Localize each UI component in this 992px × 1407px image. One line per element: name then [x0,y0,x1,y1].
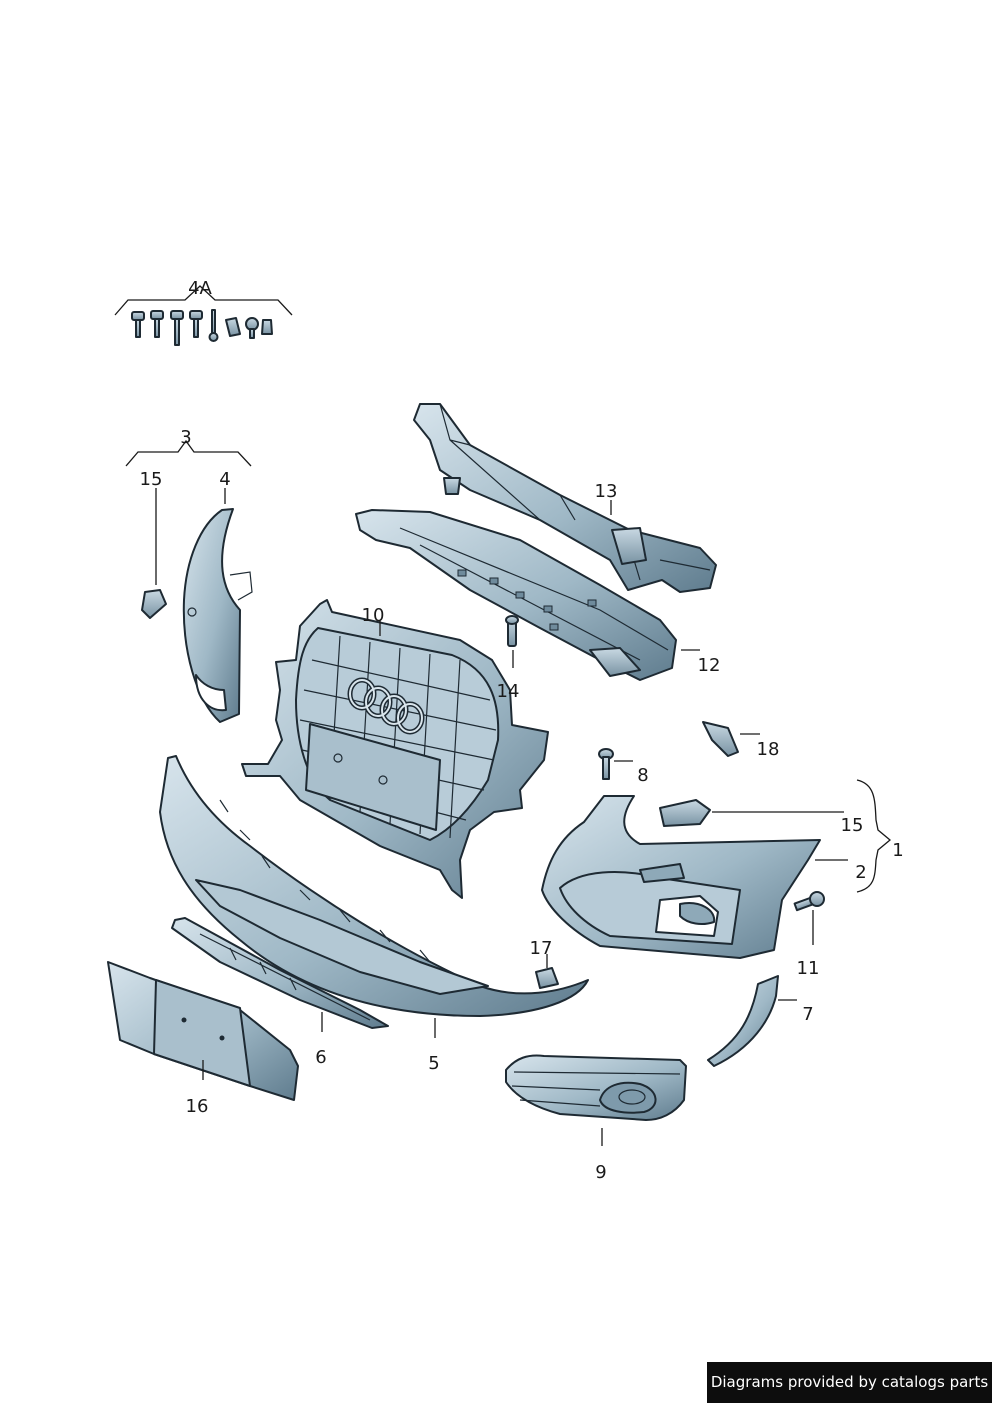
label-18: 18 [757,739,780,760]
label-15-left: 15 [140,469,163,490]
part-2-bumper-cover [541,795,821,959]
label-16: 16 [186,1096,209,1117]
part-15-cap-left [141,589,167,619]
part-18-clip [702,721,739,757]
bracket-1 [856,779,892,893]
label-10: 10 [362,605,385,626]
label-4a: 4A [188,278,212,299]
label-12: 12 [698,655,721,676]
part-15-cap-right [659,799,711,827]
part-13-impact-beam [413,403,717,593]
bracket-3 [125,439,252,467]
part-4-trim [182,508,253,723]
part-9-fog-grille [505,1054,687,1121]
part-14-screw [505,615,519,647]
part-8-screw [598,748,614,780]
label-9: 9 [595,1162,606,1183]
label-17: 17 [530,938,553,959]
part-7-strip [707,975,779,1067]
label-11: 11 [797,958,820,979]
label-1: 1 [892,840,903,861]
label-15-right: 15 [841,815,864,836]
label-14: 14 [497,681,520,702]
part-10-grille [241,599,549,899]
label-6: 6 [315,1047,326,1068]
fastener-set-4a [114,285,293,346]
label-2: 2 [855,862,866,883]
part-11-screw [793,891,825,912]
label-5: 5 [428,1053,439,1074]
label-7: 7 [802,1004,813,1025]
label-8: 8 [637,765,648,786]
label-4: 4 [219,469,230,490]
part-17-clip [535,967,559,989]
credit-banner: Diagrams provided by catalogs parts [707,1362,992,1403]
part-5-lower-spoiler [159,755,589,1017]
part-12-carrier [355,509,677,681]
label-3: 3 [180,427,191,448]
part-16-plate-holder [107,961,299,1101]
part-6-grille-strip [171,917,389,1029]
label-13: 13 [595,481,618,502]
